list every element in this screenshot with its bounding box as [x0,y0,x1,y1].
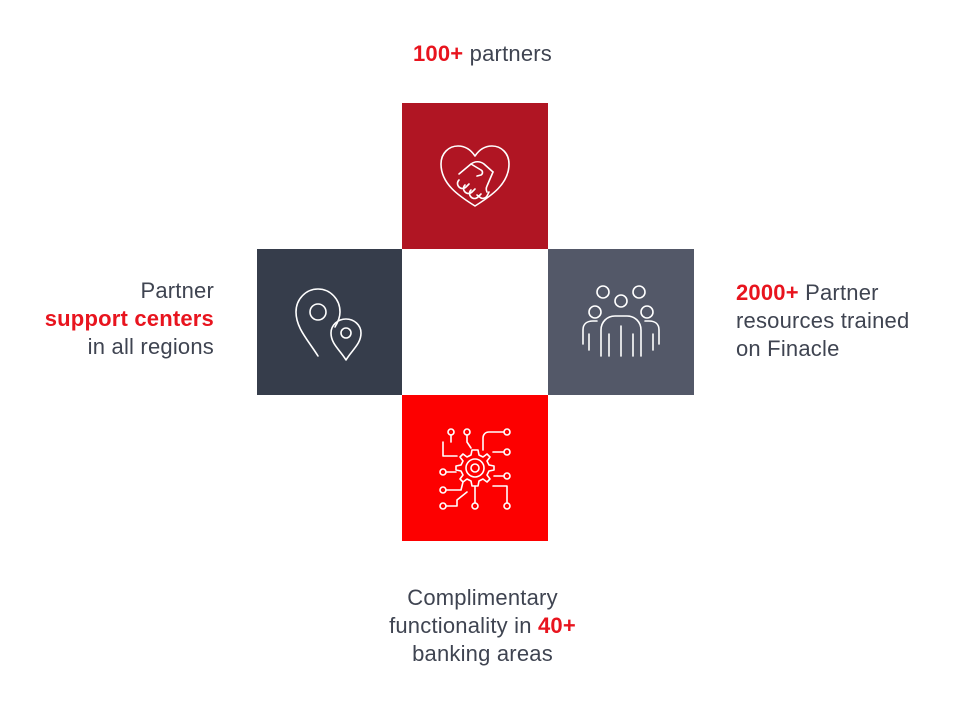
resources-count-value: 2000+ [736,280,799,305]
support-centers-tile [257,249,403,395]
people-group-icon [582,285,660,357]
partners-tile [402,103,548,249]
partners-count-label: 100+ partners [300,40,665,68]
support-centers-line3: in all regions [87,334,214,359]
partners-count-text: partners [463,41,552,66]
resources-trained-line2: resources trained [736,308,910,333]
resources-line1-rest: Partner [798,280,879,305]
resources-tile [548,249,694,395]
functionality-count-value: 40+ [538,613,576,638]
functionality-tile [402,395,548,541]
gear-circuit-icon [439,428,511,510]
functionality-line2: functionality in 40+ [300,612,665,640]
functionality-line3: banking areas [412,641,553,666]
resources-trained-label: 2000+ Partner resources trained on Finac… [736,279,956,363]
functionality-line2-pre: functionality in [389,613,538,638]
support-centers-label: Partner support centers in all regions [10,277,214,361]
functionality-line1: Complimentary [407,585,558,610]
center-tile [402,249,548,395]
resources-trained-line3: on Finacle [736,336,840,361]
resources-trained-line1: 2000+ Partner [736,279,956,307]
partners-count-value: 100+ [413,41,464,66]
functionality-label: Complimentary functionality in 40+ banki… [300,584,665,668]
support-centers-line1: Partner [140,278,214,303]
support-centers-highlight: support centers [44,306,214,331]
location-pins-icon [295,288,362,361]
handshake-heart-icon [440,145,510,207]
